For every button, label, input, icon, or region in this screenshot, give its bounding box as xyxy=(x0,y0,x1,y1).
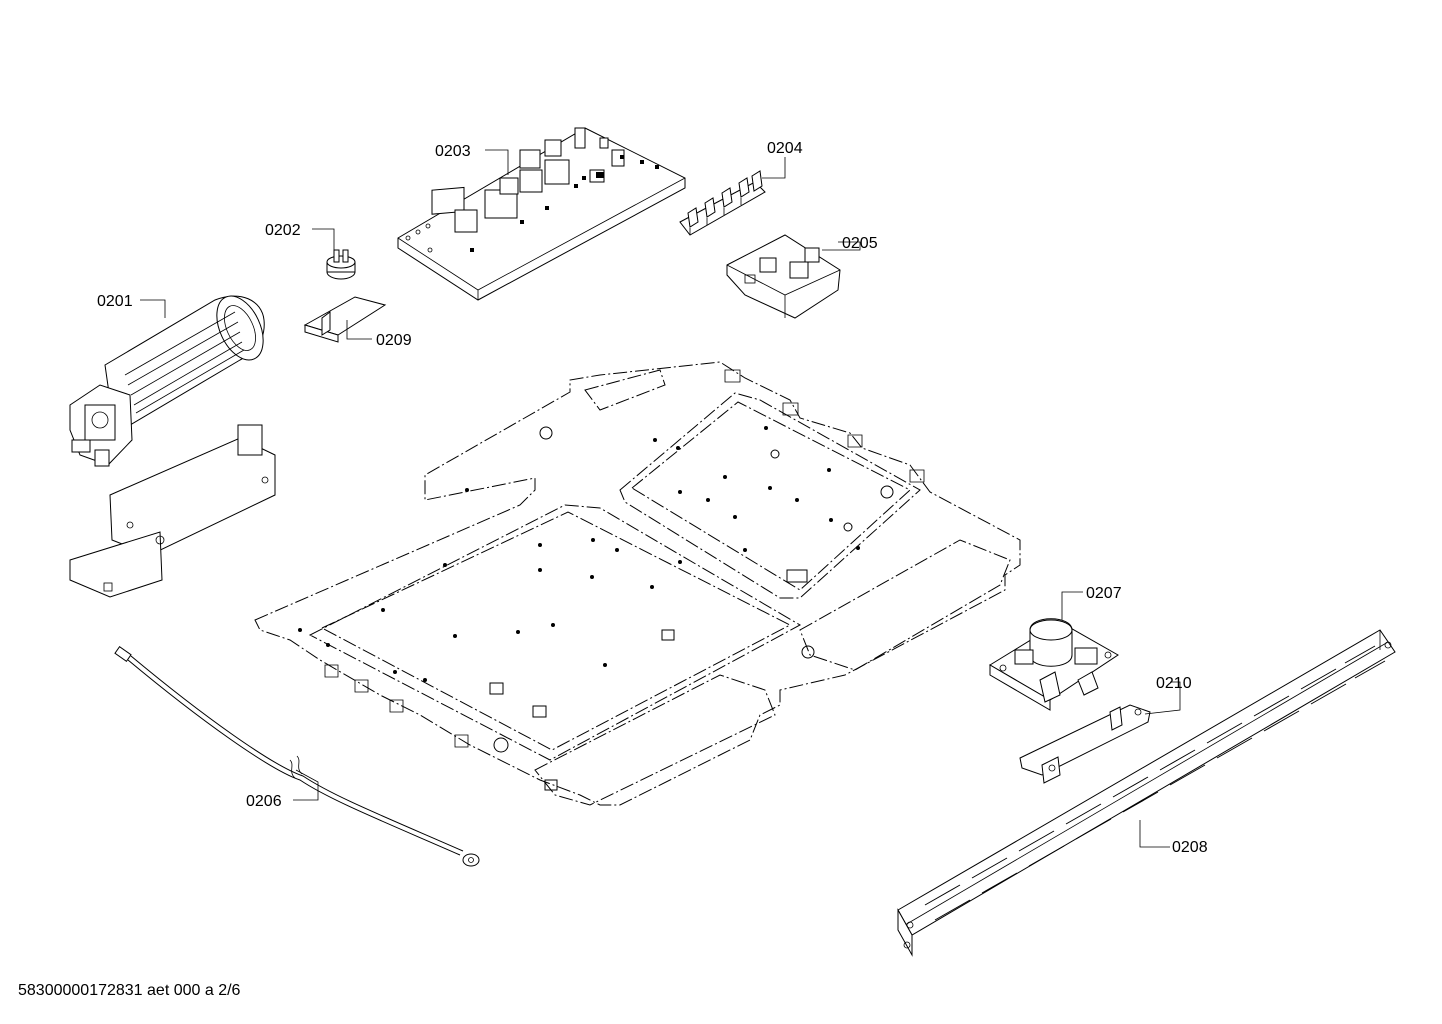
drawing-id-footer: 58300000172831 aet 000 a 2/6 xyxy=(18,982,241,999)
callout-0202: 0202 xyxy=(265,222,301,239)
part-0204-contact-strip xyxy=(679,170,766,236)
callout-0208: 0208 xyxy=(1172,839,1208,856)
callout-0201: 0201 xyxy=(97,293,133,310)
callout-0209: 0209 xyxy=(376,332,412,349)
part-0207-motor xyxy=(989,618,1119,711)
base-plate xyxy=(254,361,1021,806)
callout-0204: 0204 xyxy=(767,140,803,157)
callout-0207: 0207 xyxy=(1086,585,1122,602)
callout-0210: 0210 xyxy=(1156,675,1192,692)
callout-0206: 0206 xyxy=(246,793,282,810)
part-0202-thermostat xyxy=(326,249,356,280)
leader-lines xyxy=(140,149,1181,848)
part-0210-bracket xyxy=(1019,704,1151,784)
rail-slots xyxy=(924,645,1386,921)
part-0209-bracket xyxy=(303,296,387,343)
part-0208-side-rail xyxy=(897,629,1396,957)
part-0205-housing xyxy=(726,234,841,319)
part-0206-earth-cable xyxy=(114,646,480,867)
callout-0203: 0203 xyxy=(435,143,471,160)
callout-0205: 0205 xyxy=(842,235,878,252)
part-0203-control-board xyxy=(397,127,686,301)
fan-mounting-bracket xyxy=(69,424,276,598)
part-0201-fan-motor xyxy=(69,295,265,467)
